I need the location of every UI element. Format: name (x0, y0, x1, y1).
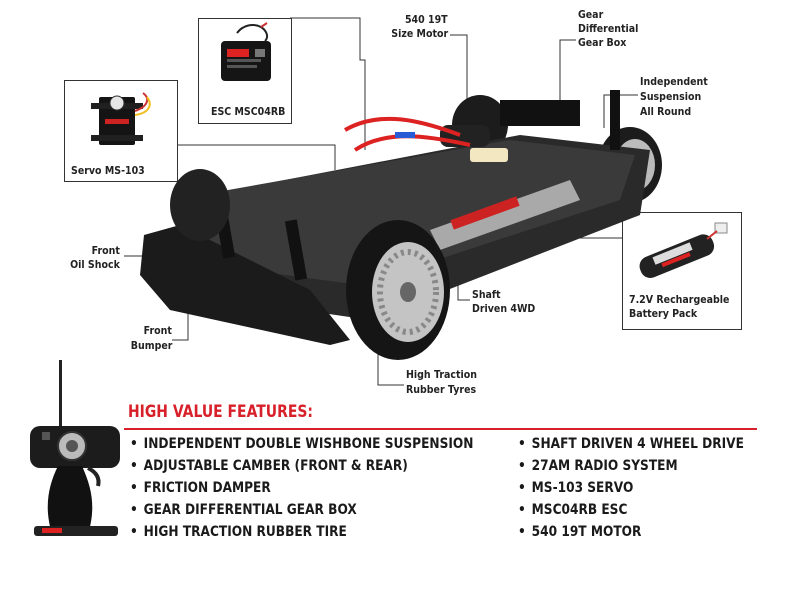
esc-label: ESC MSC04RB (211, 105, 286, 118)
rc-car-chassis-image (140, 90, 662, 360)
gearbox-label-2: Differential (578, 22, 639, 35)
oil-shock-label-1: Front (91, 244, 120, 257)
gearbox-label-1: Gear (578, 8, 604, 21)
shaft-label-1: Shaft (472, 288, 501, 301)
battery-inset-box: 7.2V Rechargeable Battery Pack (622, 212, 742, 330)
esc-image (221, 22, 271, 81)
feature-item: GEAR DIFFERENTIAL GEAR BOX (130, 499, 473, 521)
servo-image (91, 92, 151, 145)
feature-item: HIGH TRACTION RUBBER TIRE (130, 521, 473, 543)
shaft-label-2: Driven 4WD (472, 302, 536, 315)
feature-item: ADJUSTABLE CAMBER (FRONT & REAR) (130, 455, 473, 477)
feature-item: FRICTION DAMPER (130, 477, 473, 499)
servo-label: Servo MS-103 (71, 164, 145, 177)
feature-item: MSC04RB ESC (518, 499, 744, 521)
features-list-left: INDEPENDENT DOUBLE WISHBONE SUSPENSION A… (130, 433, 474, 543)
motor-label-1: 540 19T (405, 13, 448, 26)
feature-item: 27AM RADIO SYSTEM (518, 455, 744, 477)
feature-item: 540 19T MOTOR (518, 521, 744, 543)
esc-inset-box: ESC MSC04RB (198, 18, 292, 124)
tyres-label-2: Rubber Tyres (406, 383, 477, 396)
suspension-label-2: Suspension (640, 90, 702, 103)
battery-label-1: 7.2V Rechargeable (629, 293, 730, 306)
radio-transmitter-image (30, 360, 120, 536)
suspension-label-1: Independent (640, 75, 708, 88)
bumper-label-1: Front (143, 324, 172, 337)
feature-item: SHAFT DRIVEN 4 WHEEL DRIVE (518, 433, 744, 455)
feature-item: MS-103 SERVO (518, 477, 744, 499)
suspension-label-3: All Round (640, 105, 692, 118)
bumper-label-2: Bumper (130, 339, 172, 352)
battery-label-2: Battery Pack (629, 307, 698, 320)
tyres-label-1: High Traction (406, 368, 478, 381)
motor-label-2: Size Motor (391, 27, 448, 40)
feature-item: INDEPENDENT DOUBLE WISHBONE SUSPENSION (130, 433, 474, 455)
features-divider (124, 428, 757, 430)
features-list-right: SHAFT DRIVEN 4 WHEEL DRIVE 27AM RADIO SY… (518, 433, 744, 543)
oil-shock-label-2: Oil Shock (70, 258, 120, 271)
servo-inset-box: Servo MS-103 (64, 80, 178, 182)
gearbox-label-3: Gear Box (578, 36, 627, 49)
features-title: HIGH VALUE FEATURES: (128, 402, 313, 422)
battery-image (639, 222, 728, 278)
